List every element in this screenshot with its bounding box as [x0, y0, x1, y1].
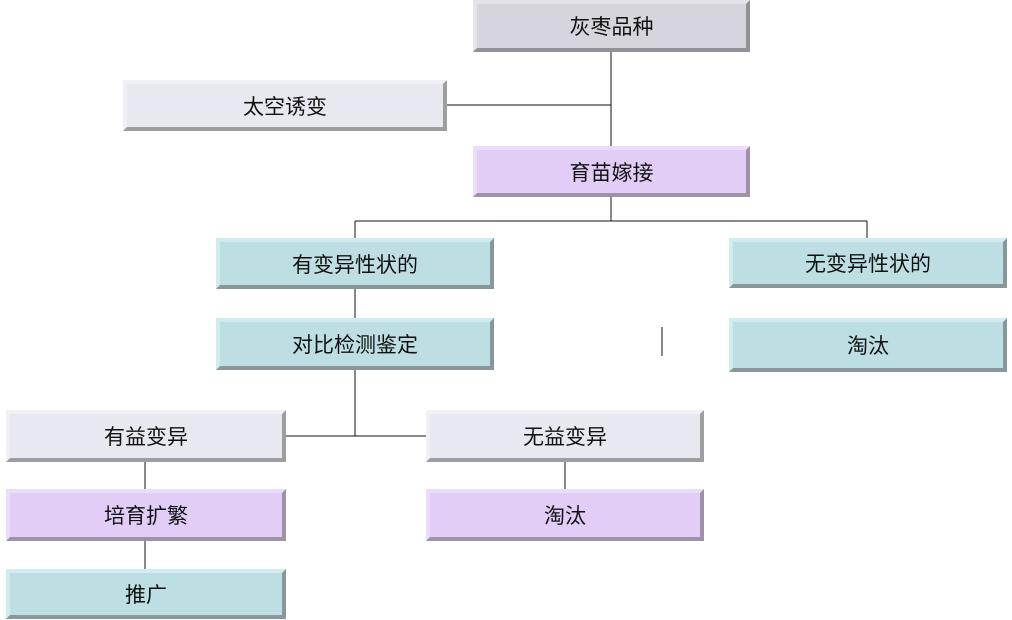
- node-eliminate-bottom-label: 淘汰: [544, 504, 586, 528]
- node-eliminate-right-label: 淘汰: [847, 334, 889, 358]
- node-cultivate-expand: 培育扩繁: [6, 489, 286, 541]
- node-with-variation-label: 有变异性状的: [292, 252, 418, 277]
- node-variety-label: 灰枣品种: [569, 15, 654, 39]
- node-eliminate-right: 淘汰: [729, 318, 1007, 372]
- node-useless-variation: 无益变异: [426, 410, 704, 462]
- node-comparison-test-label: 对比检测鉴定: [292, 333, 418, 357]
- node-without-variation-label: 无变异性状的: [805, 252, 931, 276]
- node-eliminate-bottom: 淘汰: [426, 489, 704, 541]
- node-with-variation: 有变异性状的: [216, 238, 494, 289]
- node-comparison-test: 对比检测鉴定: [216, 318, 494, 370]
- node-without-variation: 无变异性状的: [729, 238, 1007, 288]
- node-variety: 灰枣品种: [473, 0, 750, 52]
- node-promote: 推广: [6, 569, 286, 619]
- node-seedling-grafting-label: 育苗嫁接: [569, 160, 654, 185]
- node-space-mutation-label: 太空诱变: [243, 94, 327, 119]
- node-space-mutation: 太空诱变: [123, 80, 447, 131]
- node-promote-label: 推广: [125, 583, 167, 607]
- node-cultivate-expand-label: 培育扩繁: [104, 504, 188, 528]
- node-useless-variation-label: 无益变异: [523, 425, 607, 449]
- node-beneficial-variation-label: 有益变异: [104, 425, 188, 449]
- node-seedling-grafting: 育苗嫁接: [473, 146, 750, 197]
- node-beneficial-variation: 有益变异: [6, 410, 286, 462]
